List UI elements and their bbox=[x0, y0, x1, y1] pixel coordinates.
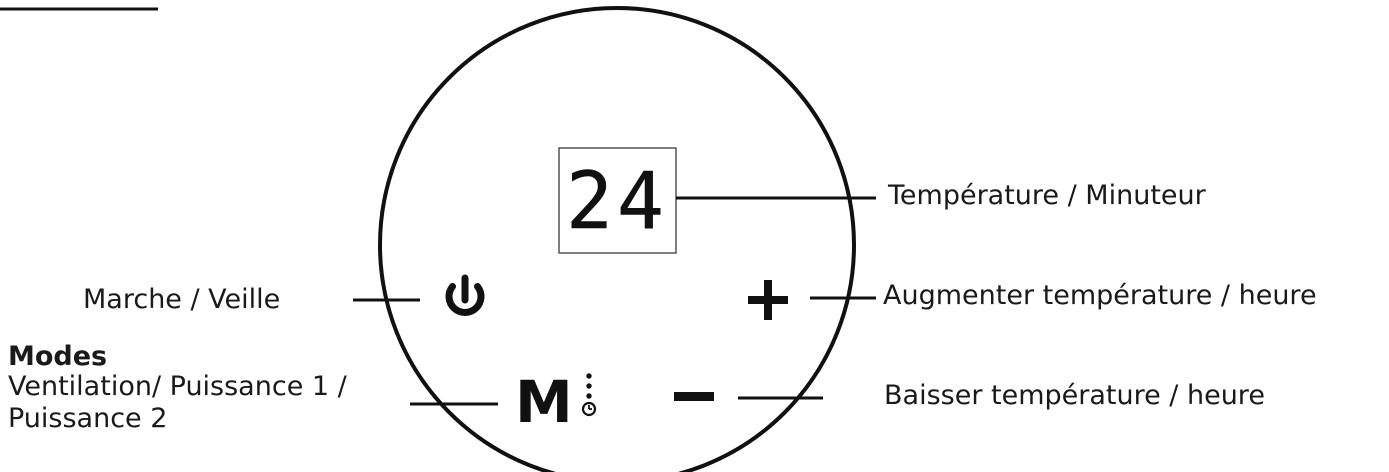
mode-button[interactable]: M bbox=[515, 368, 597, 436]
label-modes-line2: Puissance 2 bbox=[8, 403, 168, 434]
display-screen bbox=[558, 147, 677, 254]
label-decrease: Baisser température / heure bbox=[884, 380, 1265, 411]
plus-icon bbox=[748, 280, 788, 320]
control-panel-circle bbox=[378, 6, 856, 472]
label-power: Marche / Veille bbox=[83, 284, 281, 315]
label-modes-line1: Ventilation/ Puissance 1 / bbox=[8, 371, 347, 402]
increase-button[interactable] bbox=[748, 280, 788, 320]
power-icon bbox=[445, 274, 485, 316]
label-increase: Augmenter température / heure bbox=[883, 280, 1317, 311]
power-button[interactable] bbox=[445, 274, 485, 316]
label-temperature-timer: Température / Minuteur bbox=[888, 180, 1206, 211]
minus-icon bbox=[674, 392, 714, 401]
mode-dots-icon bbox=[586, 373, 592, 399]
clock-icon bbox=[581, 401, 597, 417]
display-value: 24 bbox=[566, 157, 668, 247]
mode-letter: M bbox=[515, 368, 573, 436]
decrease-button[interactable] bbox=[674, 392, 714, 401]
label-modes-title: Modes bbox=[8, 341, 108, 372]
